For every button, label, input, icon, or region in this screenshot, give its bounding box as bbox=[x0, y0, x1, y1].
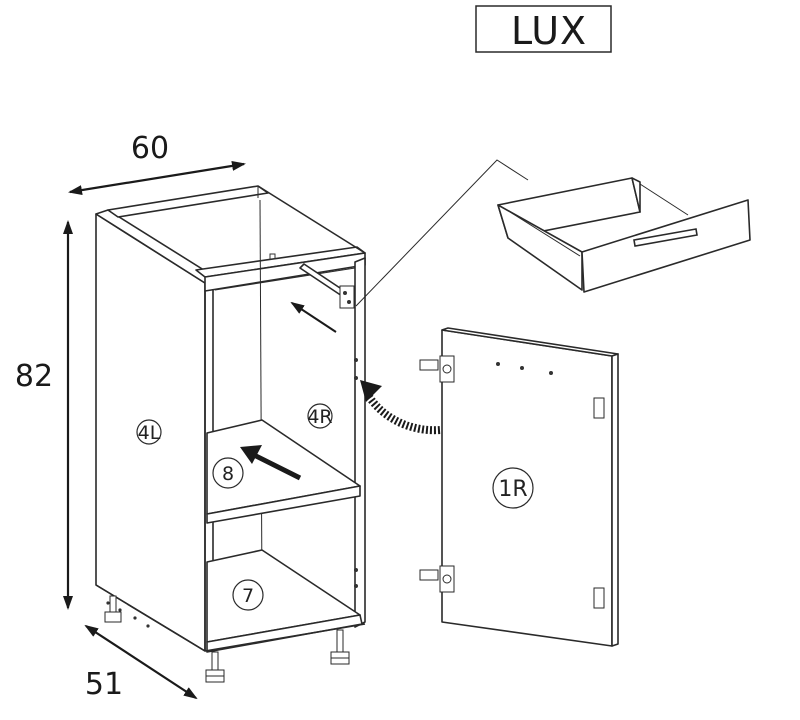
insert-arrow-icon bbox=[240, 445, 302, 481]
door-panel: 1R bbox=[441, 327, 619, 647]
brand-label: LUX bbox=[511, 9, 587, 53]
right-side-panel bbox=[354, 257, 366, 628]
svg-text:7: 7 bbox=[242, 585, 254, 607]
top-rail-back bbox=[107, 185, 269, 218]
leg-icon bbox=[104, 595, 350, 683]
brand-box: LUX bbox=[475, 5, 612, 53]
part-label-left-side: 4L bbox=[136, 419, 162, 445]
svg-text:4L: 4L bbox=[138, 422, 161, 444]
dimension-width-label: 60 bbox=[131, 131, 169, 166]
svg-text:1R: 1R bbox=[498, 477, 527, 502]
dimension-depth-label: 51 bbox=[85, 667, 123, 702]
dimension-depth: 51 bbox=[84, 624, 198, 702]
dimension-height: 82 bbox=[15, 220, 73, 610]
svg-text:8: 8 bbox=[222, 463, 234, 485]
hinge-icon bbox=[419, 355, 455, 593]
part-label-shelf: 8 bbox=[212, 457, 244, 489]
detail-leader-line bbox=[355, 159, 529, 307]
dimension-height-label: 82 bbox=[15, 359, 53, 394]
drawer-slide bbox=[290, 263, 355, 333]
dimension-width: 60 bbox=[68, 131, 246, 196]
door-handle-icon bbox=[633, 228, 698, 247]
part-label-right-side: 4R bbox=[307, 403, 333, 429]
part-label-bottom: 7 bbox=[232, 579, 264, 611]
drawer-front bbox=[581, 199, 751, 293]
svg-text:4R: 4R bbox=[307, 406, 332, 428]
part-label-door: 1R bbox=[492, 467, 534, 509]
drawer-detail-icon bbox=[497, 177, 751, 293]
